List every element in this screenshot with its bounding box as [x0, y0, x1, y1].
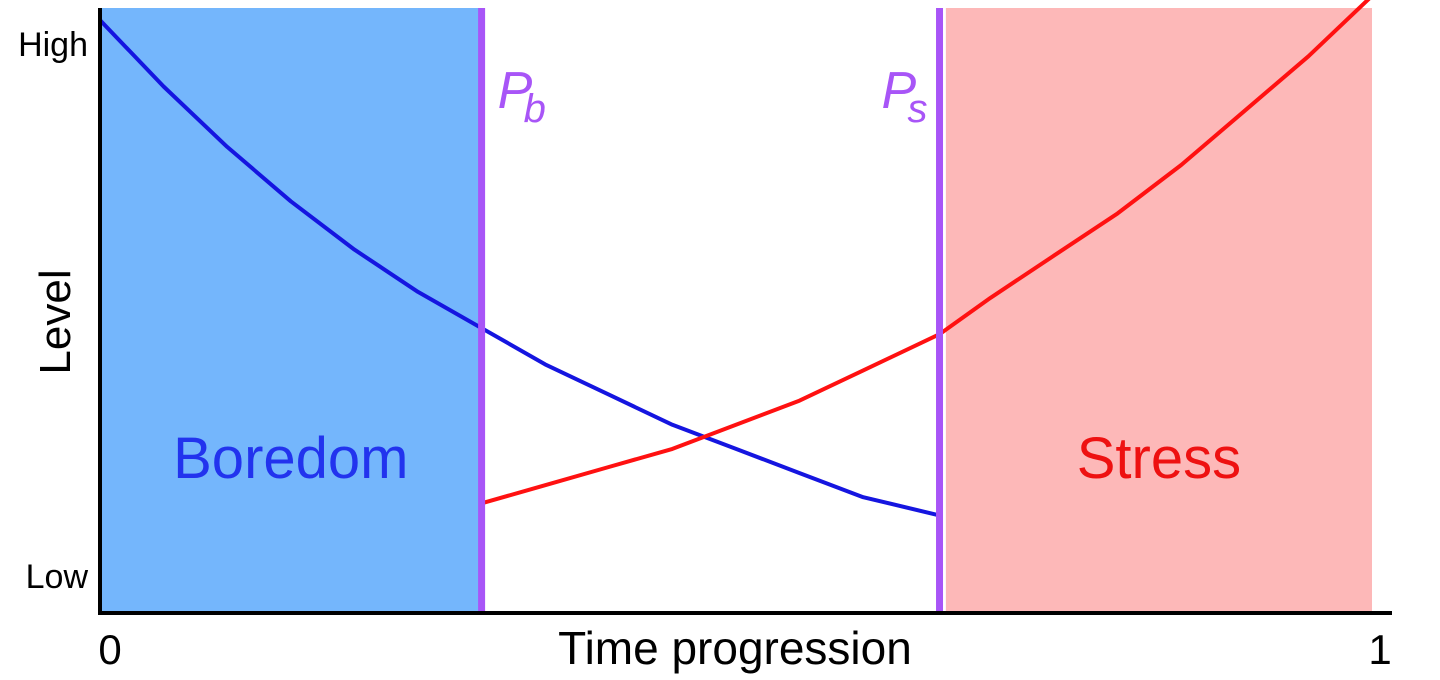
marker-subscript-ps: s: [908, 87, 928, 131]
region-labels-layer: Boredom Stress: [173, 426, 1241, 491]
x-tick-label-0: 0: [98, 626, 121, 673]
y-axis-title: Level: [31, 269, 80, 374]
region-boredom: [100, 8, 482, 612]
x-axis-title: Time progression: [558, 622, 912, 674]
ticks-layer: 0 1 Low High: [18, 26, 1392, 673]
marker-subscript-pb: b: [524, 87, 546, 131]
y-tick-label-high: High: [18, 26, 88, 64]
y-tick-label-low: Low: [26, 558, 89, 596]
marker-label-pb: P: [498, 62, 533, 120]
region-label-stress: Stress: [1077, 426, 1241, 491]
axes-layer: Time progression Level: [31, 8, 1392, 674]
regions-layer: [100, 8, 1372, 612]
region-label-boredom: Boredom: [173, 426, 408, 491]
marker-label-ps: P: [882, 62, 917, 120]
region-stress: [945, 8, 1372, 612]
series-line-0: [98, 18, 940, 518]
x-tick-label-1: 1: [1368, 626, 1391, 673]
